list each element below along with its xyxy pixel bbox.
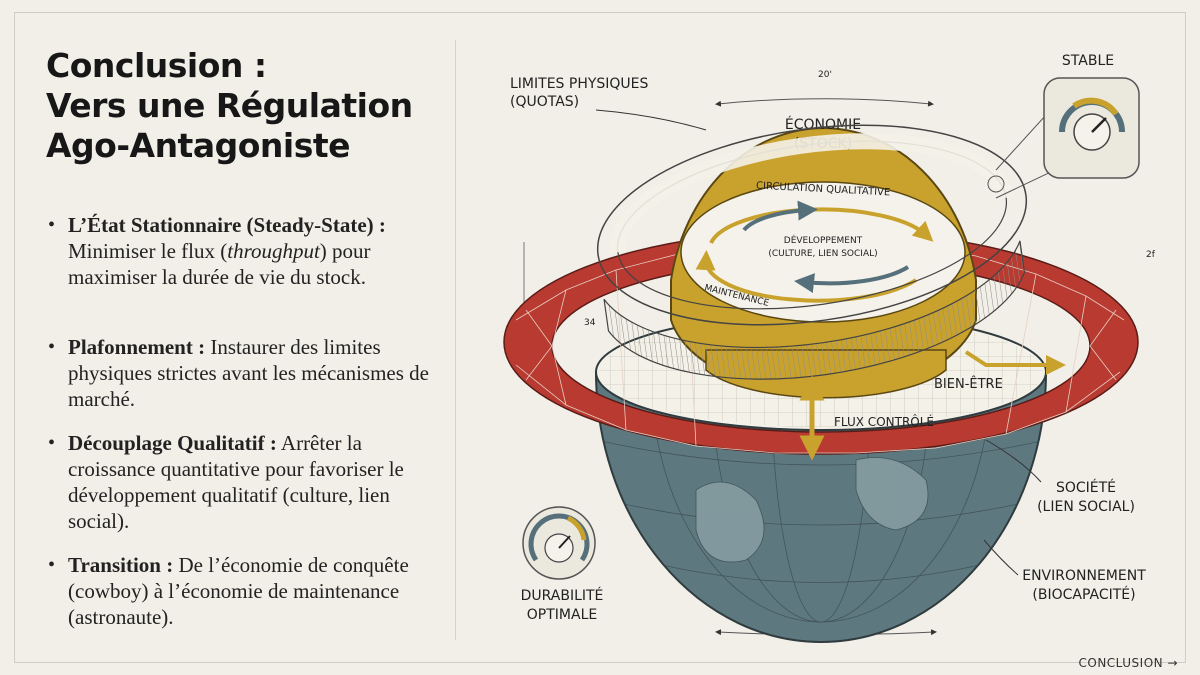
gauge-icon: DURABILITÉ OPTIMALE [521, 506, 604, 623]
environnement-label-2: (BIOCAPACITÉ) [1032, 586, 1135, 603]
bullet-text: Arrêter la croissance quantitative pour … [68, 431, 404, 533]
bien-etre-arrow: BIEN-ÊTRE [934, 350, 1066, 392]
bullet-emphasis: throughput [227, 239, 320, 263]
leader-line [985, 439, 1042, 483]
column-divider [455, 40, 456, 640]
title-line-3: Ago-Antagoniste [46, 126, 351, 165]
bullet-heading: L’État Stationnaire (Steady-State) : [68, 213, 386, 237]
tick-label-right: 2f [1146, 250, 1156, 260]
bullet-text: Instaurer des limites physiques strictes… [68, 335, 429, 411]
flux-label: FLUX CONTRÔLÉ [834, 414, 934, 429]
bullet-text: Minimiser le flux ( [68, 239, 228, 263]
developpement-label-1: DÉVELOPPEMENT [784, 234, 863, 246]
leader-line [983, 539, 1019, 576]
cycle-arrow [794, 265, 910, 293]
gauge-icon: STABLE [987, 53, 1140, 199]
flux-controle-arrow: FLUX CONTRÔLÉ [799, 375, 934, 461]
bullet-heading: Découplage Qualitatif : [68, 431, 277, 455]
tick-label-top: 20' [818, 70, 832, 80]
bullet-plafonnement: Plafonnement : Instaurer des limites phy… [48, 334, 443, 412]
dimension-arc-top [715, 98, 934, 107]
bullet-text: De l’économie de conquête (cowboy) à l’é… [68, 553, 409, 629]
bullet-heading: Transition : [68, 553, 174, 577]
societe-label-1: SOCIÉTÉ [1056, 479, 1116, 496]
footer-section-label: CONCLUSION → [1078, 656, 1178, 670]
cycle-arrow [695, 250, 918, 303]
societe-label-2: (LIEN SOCIAL) [1037, 499, 1135, 515]
title-line-2: Vers une Régulation [46, 86, 413, 125]
bullet-heading: Plafonnement : [68, 335, 206, 359]
durabilite-label-2: OPTIMALE [527, 607, 597, 623]
durabilite-label-1: DURABILITÉ [521, 587, 604, 604]
stable-label: STABLE [1062, 53, 1114, 69]
bullet-decouplage: Découplage Qualitatif : Arrêter la crois… [48, 430, 443, 534]
tick-label-left: 34 [584, 318, 596, 328]
regulation-diagram: 20' 34 2f 10 ÉCONO [503, 53, 1156, 643]
leader-line [595, 109, 707, 131]
limites-label-1: LIMITES PHYSIQUES [510, 76, 649, 92]
environnement-label-1: ENVIRONNEMENT [1022, 568, 1146, 584]
developpement-label-2: (CULTURE, LIEN SOCIAL) [768, 249, 877, 259]
bullet-text: ) pour maximiser la durée de vie du stoc… [68, 239, 371, 289]
quota-ring [596, 124, 1028, 380]
limites-label-2: (QUOTAS) [510, 94, 579, 110]
title-line-1: Conclusion : [46, 46, 267, 85]
bien-etre-label: BIEN-ÊTRE [934, 376, 1003, 392]
bullet-steady-state: L’État Stationnaire (Steady-State) : Min… [48, 212, 443, 290]
page-title: Conclusion : Vers une Régulation Ago-Ant… [46, 46, 446, 166]
bullet-transition: Transition : De l’économie de conquête (… [48, 552, 443, 630]
cycle-arrow [742, 200, 818, 232]
